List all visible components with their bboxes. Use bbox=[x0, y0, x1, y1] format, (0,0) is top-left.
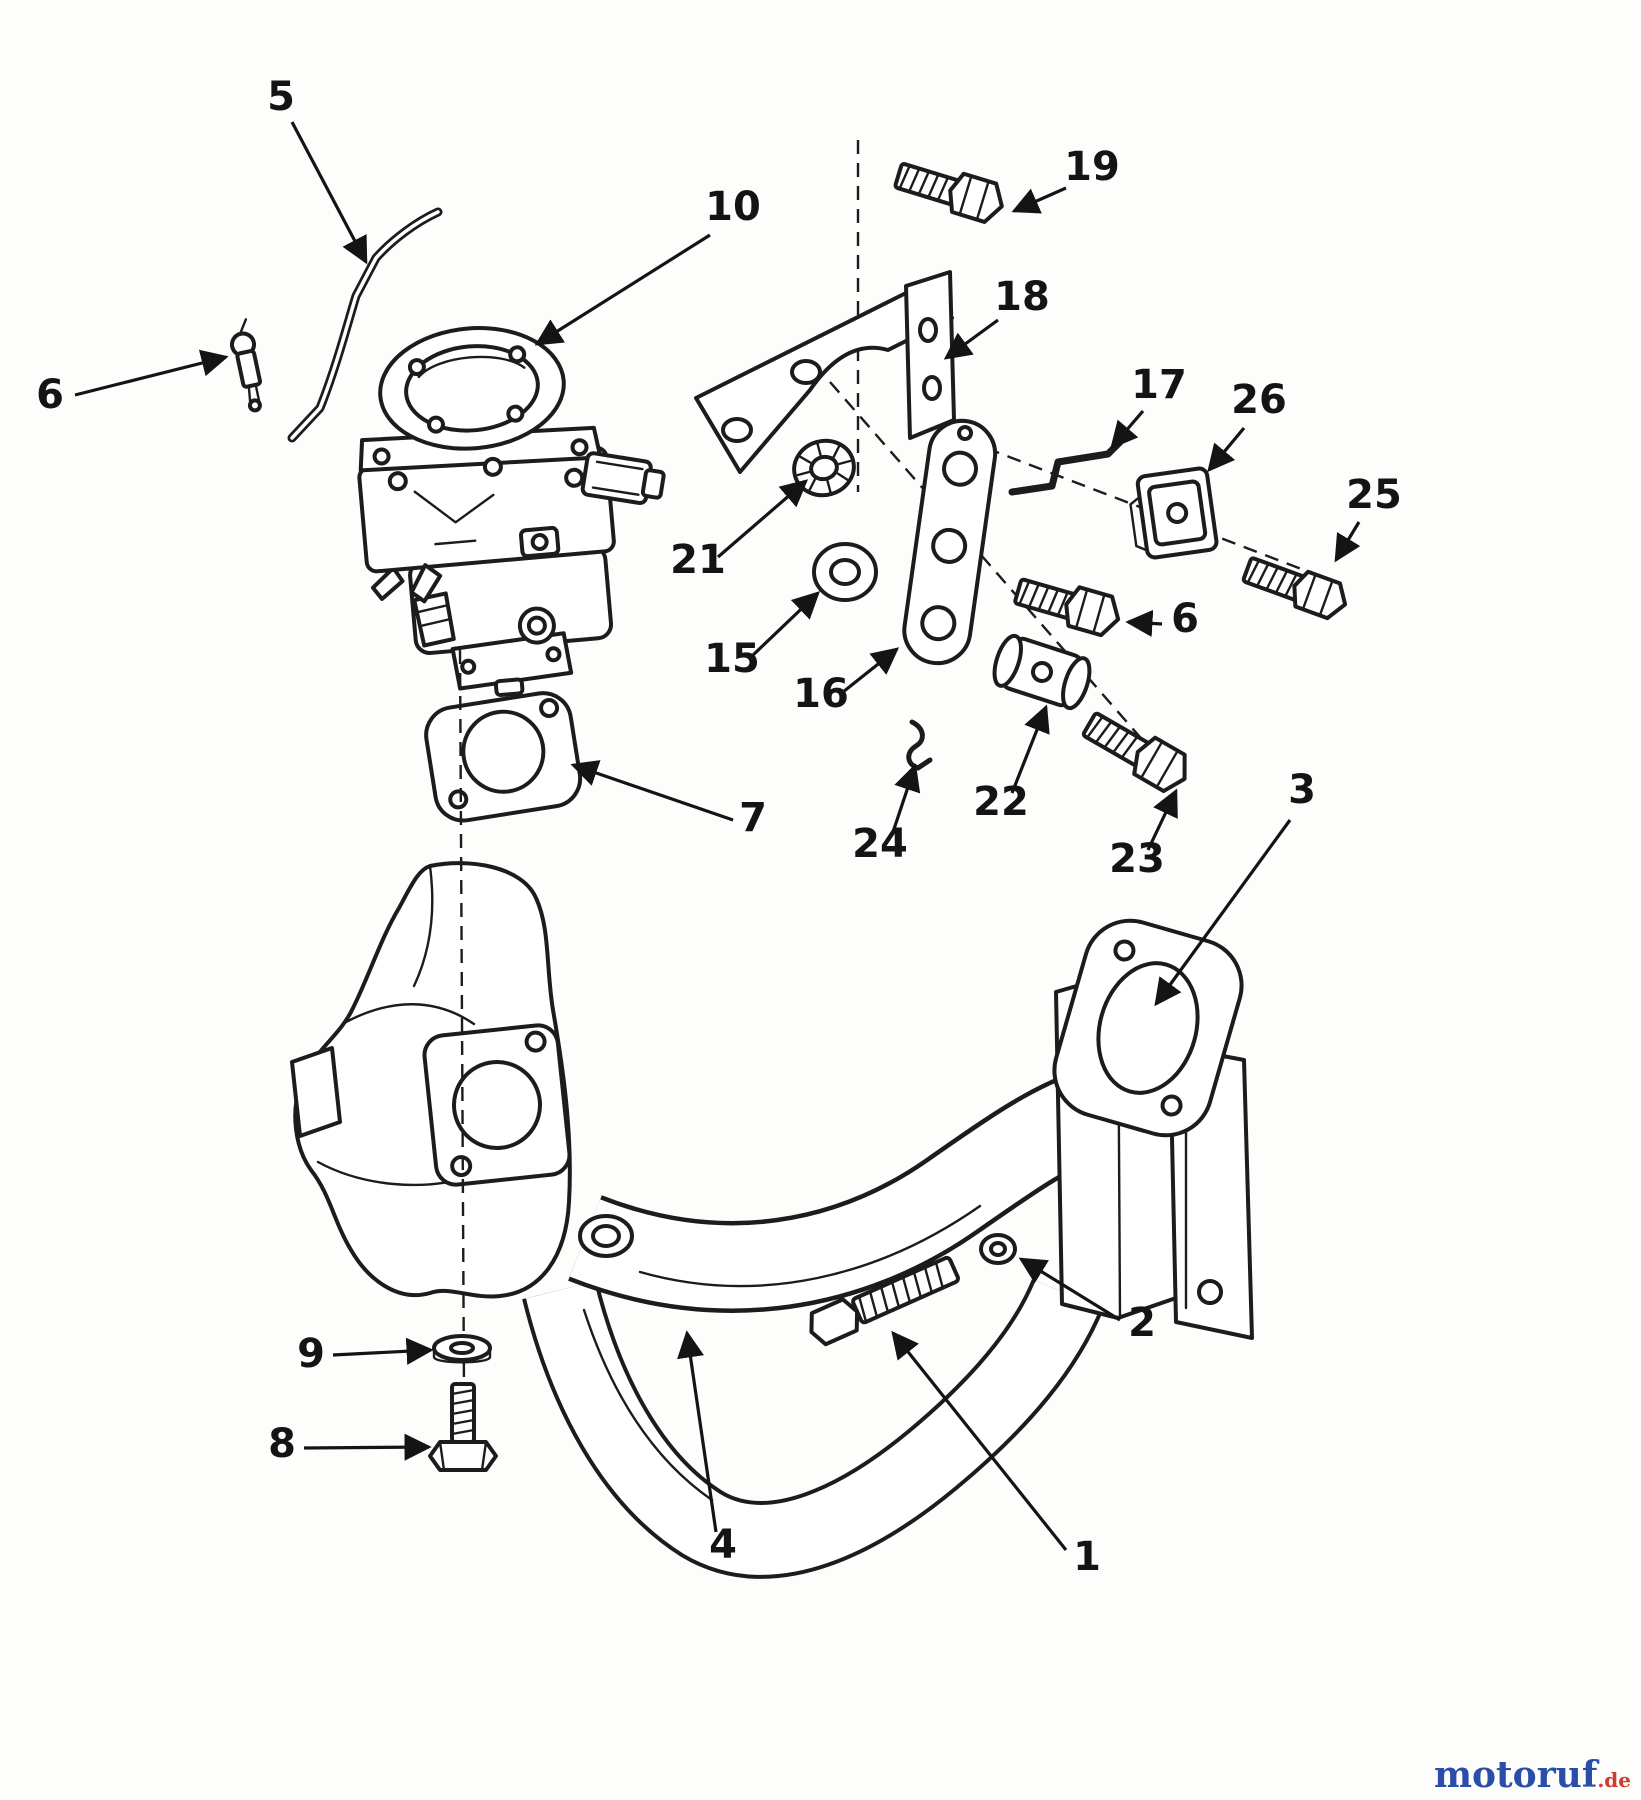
flat-washer-9 bbox=[432, 1334, 492, 1364]
callout-label-5-0: 5 bbox=[267, 74, 295, 120]
callout-label-6-1: 6 bbox=[36, 372, 64, 418]
callout-arrow-8-21 bbox=[303, 1433, 432, 1461]
callout-arrow-9-20 bbox=[332, 1337, 434, 1365]
callout-label-6-11: 6 bbox=[1171, 596, 1199, 642]
callout-label-4-19: 4 bbox=[709, 1522, 737, 1568]
hex-bolt-6 bbox=[1013, 577, 1121, 638]
callout-arrow-16-10 bbox=[842, 647, 900, 694]
callout-label-9-20: 9 bbox=[297, 1331, 325, 1377]
mounting-bracket bbox=[694, 270, 956, 474]
callout-arrow-6-1 bbox=[74, 349, 229, 397]
flat-washer-2 bbox=[979, 1233, 1017, 1265]
intake-manifold bbox=[290, 861, 1254, 1579]
callout-arrow-23-14 bbox=[1146, 788, 1178, 851]
callout-arrow-17-5 bbox=[1110, 409, 1145, 450]
callout-arrow-10-2 bbox=[534, 233, 711, 346]
callout-label-2-17: 2 bbox=[1128, 1300, 1156, 1346]
control-plate bbox=[902, 418, 998, 666]
callout-label-21-8: 21 bbox=[670, 537, 726, 583]
hex-bolt-19 bbox=[893, 162, 1004, 224]
cable-swivel bbox=[230, 318, 262, 413]
flat-washer-15 bbox=[812, 542, 878, 602]
callout-label-7-16: 7 bbox=[739, 795, 767, 841]
callout-label-1-18: 1 bbox=[1073, 1534, 1101, 1580]
callout-arrow-24-13 bbox=[890, 763, 921, 836]
watermark-brand: motoruf bbox=[1433, 1754, 1598, 1796]
callout-label-17-5: 17 bbox=[1131, 362, 1187, 408]
callout-arrow-15-9 bbox=[750, 591, 820, 658]
hex-bolt-23 bbox=[1081, 711, 1187, 794]
callout-arrow-26-6 bbox=[1207, 426, 1246, 473]
retainer-clip bbox=[906, 719, 933, 771]
lock-washer bbox=[792, 438, 856, 498]
callout-label-24-13: 24 bbox=[852, 821, 908, 867]
watermark: motoruf.de bbox=[1434, 1754, 1631, 1796]
callout-arrow-4-19 bbox=[677, 1330, 718, 1533]
callout-label-3-15: 3 bbox=[1288, 767, 1316, 813]
callout-arrow-21-8 bbox=[716, 479, 809, 559]
callout-label-15-9: 15 bbox=[704, 636, 760, 682]
callout-arrow-3-15 bbox=[1154, 819, 1292, 1007]
callout-arrow-2-17 bbox=[1018, 1257, 1121, 1322]
hex-bolt-8 bbox=[428, 1382, 498, 1472]
callout-label-8-21: 8 bbox=[268, 1421, 296, 1467]
hex-bolt-25 bbox=[1241, 556, 1348, 621]
spacer bbox=[992, 633, 1092, 711]
watermark-suffix: .de bbox=[1597, 1768, 1631, 1792]
callout-label-10-2: 10 bbox=[705, 184, 761, 230]
hex-bolt-1 bbox=[809, 1255, 960, 1347]
carburetor-gasket bbox=[424, 691, 583, 823]
governor-rod bbox=[1008, 438, 1124, 496]
callout-label-22-12: 22 bbox=[973, 779, 1029, 825]
callout-label-25-7: 25 bbox=[1346, 472, 1402, 518]
callout-arrow-7-16 bbox=[570, 760, 734, 822]
callout-arrow-19-3 bbox=[1011, 186, 1067, 214]
carburetor bbox=[357, 326, 666, 698]
callout-arrow-25-7 bbox=[1334, 521, 1361, 563]
callout-arrow-1-18 bbox=[891, 1330, 1068, 1551]
assembly-centerline bbox=[458, 649, 466, 1393]
callout-label-19-3: 19 bbox=[1064, 144, 1120, 190]
callout-label-16-10: 16 bbox=[793, 671, 849, 717]
callout-label-23-14: 23 bbox=[1109, 836, 1165, 882]
callout-label-26-6: 26 bbox=[1231, 377, 1287, 423]
callout-label-18-4: 18 bbox=[994, 274, 1050, 320]
choke-rod bbox=[287, 207, 443, 443]
fastener-axis-lower bbox=[829, 381, 1161, 761]
callout-arrow-22-12 bbox=[1010, 704, 1050, 794]
callout-arrow-18-4 bbox=[943, 318, 999, 360]
callout-arrow-5-0 bbox=[290, 121, 368, 265]
clip-nut bbox=[1129, 466, 1219, 560]
callout-arrow-6-11 bbox=[1125, 609, 1163, 638]
